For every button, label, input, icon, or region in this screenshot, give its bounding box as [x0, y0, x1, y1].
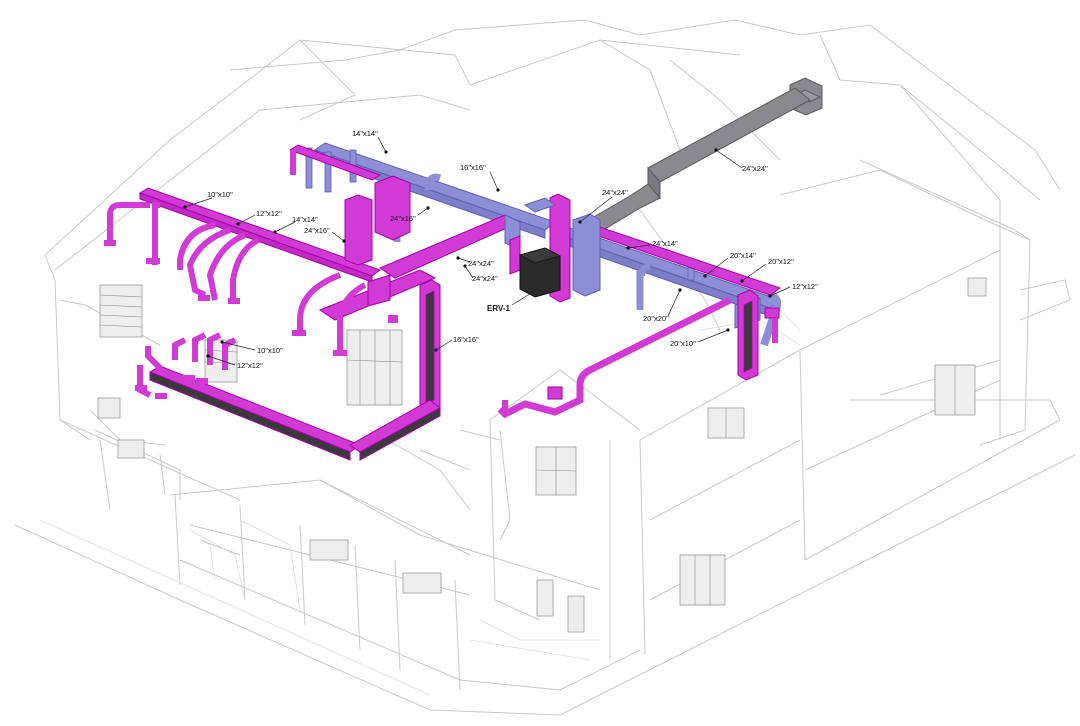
window: [536, 579, 554, 617]
size-tag: 24"x16": [390, 214, 416, 223]
supply-diffuser: [292, 330, 306, 336]
size-tag: 20"x12": [768, 257, 794, 266]
size-tags: 14"x14" 10"x10" 12"x12" 14"x14" 24"x16" …: [183, 129, 818, 370]
supply-riser: [374, 175, 411, 241]
size-tag: 20"x20": [643, 314, 669, 323]
size-tag: 24"x14": [652, 239, 678, 248]
size-tag: 24"x24": [468, 259, 494, 268]
building-wireframe: [14, 19, 1076, 716]
size-tag: 12"x12": [256, 209, 282, 218]
window: [346, 329, 403, 406]
size-tag: 10"x10": [207, 190, 233, 199]
return-duct-run: [305, 142, 782, 347]
supply-branch: [497, 296, 732, 419]
size-tag: 24"x24": [602, 188, 628, 197]
size-tag: 12"x12": [792, 282, 818, 291]
exhaust-duct-run: [584, 77, 823, 253]
supply-main-lower: [148, 365, 362, 453]
return-drop: [305, 147, 313, 189]
window: [679, 554, 726, 606]
window: [567, 595, 585, 633]
window: [967, 277, 987, 297]
supply-drop: [145, 346, 163, 371]
return-plenum: [523, 197, 557, 213]
size-tag: 10"x10": [257, 346, 283, 355]
supply-diffuser: [198, 295, 210, 301]
supply-drop: [297, 272, 342, 330]
window: [117, 439, 145, 459]
return-drop: [324, 151, 332, 193]
supply-damper: [367, 274, 391, 307]
equipment-tag: ERV-1: [487, 304, 511, 313]
window: [309, 539, 349, 561]
exhaust-duct-segment: [647, 87, 811, 183]
window: [402, 572, 442, 594]
return-riser: [572, 213, 601, 297]
supply-duct-run: [104, 144, 782, 461]
supply-main-left: [138, 187, 382, 277]
supply-diffuser: [104, 240, 116, 246]
size-tag: 24"x24": [472, 274, 498, 283]
window: [99, 284, 143, 338]
supply-drop: [177, 222, 216, 270]
supply-diffuser: [228, 298, 240, 304]
supply-diffuser: [547, 386, 563, 400]
erv-unit: [518, 247, 562, 298]
supply-drop: [107, 202, 150, 245]
supply-diffuser: [146, 258, 160, 264]
size-tag: 14"x14": [292, 215, 318, 224]
supply-riser: [344, 194, 373, 266]
size-tag: 14"x14": [352, 129, 378, 138]
size-tag: 24"x16": [304, 226, 330, 235]
window: [97, 397, 121, 419]
size-tag: 20"x14": [730, 251, 756, 260]
building-windows: [97, 277, 987, 633]
size-tag: 16"x16": [460, 163, 486, 172]
size-tag: 12"x12": [237, 361, 263, 370]
size-tag: 20"x10": [670, 339, 696, 348]
size-tag: 16"x16": [453, 335, 479, 344]
size-tag: 24"x24": [742, 164, 768, 173]
